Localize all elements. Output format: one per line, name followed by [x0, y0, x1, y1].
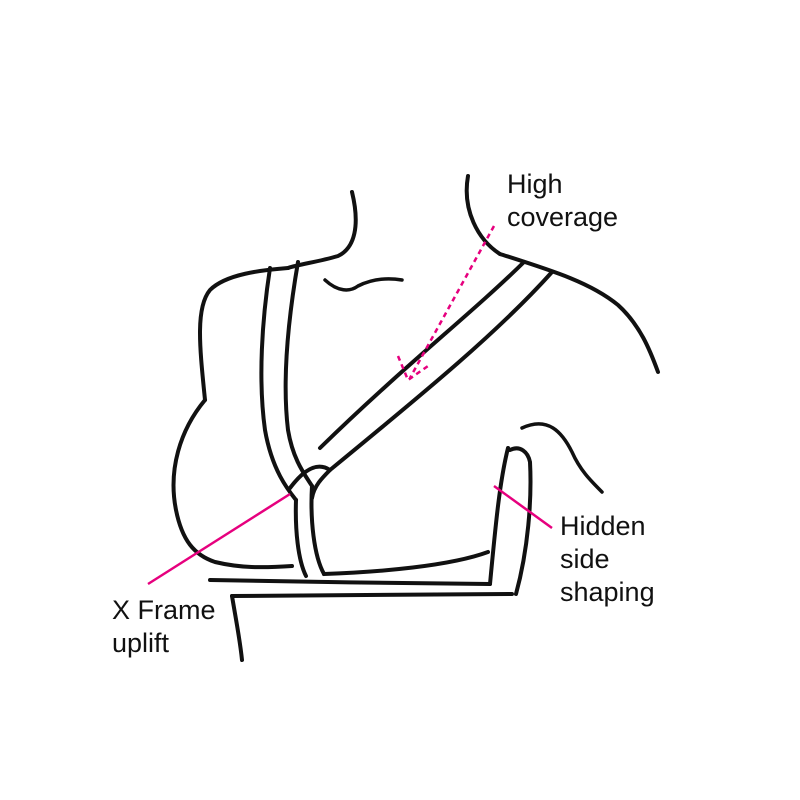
right-cup-bottom [322, 550, 490, 576]
label-hidden-side-shaping-line2: side [560, 544, 610, 574]
label-x-frame-uplift-line1: X Frame [112, 595, 216, 625]
collarbone-line [323, 277, 404, 292]
right-strap-lower [328, 270, 554, 472]
right-arm-line [520, 422, 604, 494]
band-bottom [230, 592, 514, 598]
high-coverage-arrow-line [408, 225, 496, 379]
band-top [208, 578, 492, 586]
label-high-coverage-line1: High [507, 169, 563, 199]
label-hidden-side-shaping: Hidden side shaping [560, 510, 655, 609]
x-frame-uplift-leader [147, 492, 291, 586]
label-x-frame-uplift-line2: uplift [112, 628, 170, 658]
side-panel-inner [508, 446, 533, 596]
left-torso-line [230, 594, 244, 662]
label-hidden-side-shaping-line1: Hidden [560, 511, 646, 541]
left-strap-inner [283, 260, 314, 488]
side-panel-outer [488, 446, 510, 586]
right-strap-upper [318, 260, 526, 450]
neck-right-line [464, 174, 502, 256]
center-gore-left [293, 498, 308, 578]
left-shoulder-line [198, 266, 290, 402]
hidden-side-shaping-leader [493, 484, 553, 530]
label-high-coverage-line2: coverage [507, 202, 619, 232]
label-x-frame-uplift: X Frame uplift [112, 594, 216, 660]
right-shoulder-line [498, 252, 660, 374]
left-strap-outer [259, 266, 298, 502]
neck-left-line [286, 190, 358, 270]
left-cup-outline [171, 398, 294, 570]
label-high-coverage: High coverage [507, 168, 618, 234]
label-hidden-side-shaping-line3: shaping [560, 577, 655, 607]
x-frame-cross [288, 464, 332, 500]
